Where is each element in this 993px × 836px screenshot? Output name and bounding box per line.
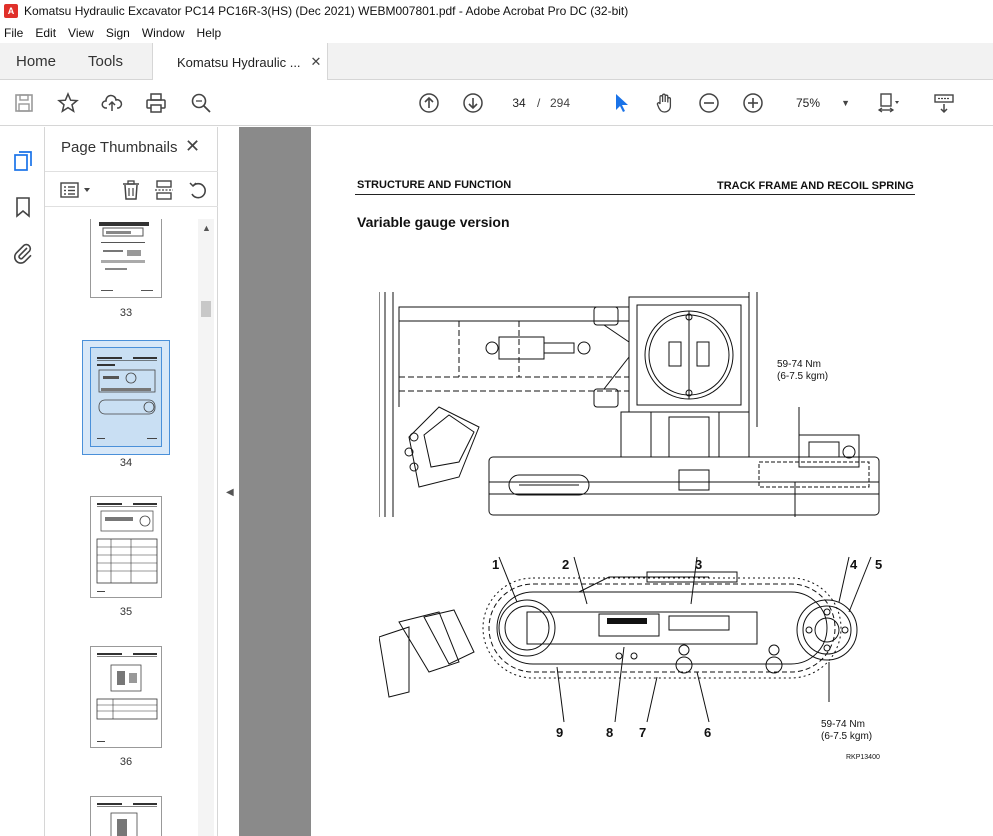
- page-total: 294: [550, 96, 571, 110]
- page-separator: /: [537, 96, 541, 110]
- panel-splitter[interactable]: ◀: [219, 127, 239, 836]
- main-toolbar: 34 / 294 75% ▼: [0, 80, 993, 126]
- share-cloud-icon[interactable]: [100, 91, 124, 115]
- torque-spec-bottom-value: 59-74 Nm: [821, 719, 865, 730]
- close-tab-icon[interactable]: ✕: [310, 54, 322, 69]
- figure-code: RKP13400: [846, 754, 880, 761]
- thumbnail-label-35: 35: [119, 606, 133, 618]
- zoom-out-icon[interactable]: [697, 91, 721, 115]
- attachment-icon[interactable]: [11, 241, 35, 265]
- zoom-search-icon[interactable]: [189, 91, 213, 115]
- bookmark-icon[interactable]: [11, 195, 35, 219]
- save-icon[interactable]: [12, 91, 36, 115]
- scroll-mode-icon[interactable]: [932, 91, 956, 115]
- menu-view[interactable]: View: [68, 25, 94, 40]
- zoom-level-value: 75%: [796, 96, 821, 110]
- zoom-in-icon[interactable]: [741, 91, 765, 115]
- thumbnail-page-35[interactable]: [90, 496, 162, 598]
- thumbnail-page-36[interactable]: [90, 646, 162, 748]
- previous-page-icon[interactable]: [417, 91, 441, 115]
- page-number-input[interactable]: 34: [512, 96, 526, 110]
- page-header-left: STRUCTURE AND FUNCTION: [357, 179, 512, 191]
- torque-spec-top-kgm: (6-7.5 kgm): [777, 371, 829, 382]
- page-thumbnails-icon[interactable]: [11, 149, 35, 173]
- menu-sign[interactable]: Sign: [105, 25, 130, 40]
- acrobat-app-icon: A: [4, 4, 18, 18]
- tab-document[interactable]: Komatsu Hydraulic ... ✕: [152, 43, 328, 81]
- title-bar: A Komatsu Hydraulic Excavator PC14 PC16R…: [0, 0, 993, 22]
- thumbnail-label-36: 36: [119, 756, 133, 768]
- zoom-level-select[interactable]: 75% ▼: [786, 92, 856, 114]
- page-header-right: TRACK FRAME AND RECOIL SPRING: [717, 180, 914, 192]
- callout-1: 1: [492, 557, 500, 572]
- next-page-icon[interactable]: [461, 91, 485, 115]
- menu-bar: File Edit View Sign Window Help: [0, 22, 993, 43]
- scroll-up-icon[interactable]: ▲: [202, 223, 211, 233]
- tab-bar: Home Tools Komatsu Hydraulic ... ✕: [0, 43, 993, 81]
- thumbnail-scrollbar[interactable]: ▲: [198, 219, 214, 836]
- star-icon[interactable]: [56, 91, 80, 115]
- page-fit-icon[interactable]: [876, 91, 900, 115]
- print-icon[interactable]: [144, 91, 168, 115]
- torque-spec-bottom-kgm: (6-7.5 kgm): [821, 731, 873, 742]
- menu-file[interactable]: File: [4, 25, 24, 40]
- thumbnail-options-icon[interactable]: [59, 180, 93, 200]
- collapse-panel-icon[interactable]: ◀: [226, 487, 234, 498]
- track-frame-top-view-drawing: [379, 292, 880, 517]
- left-navigation-rail: [0, 127, 45, 836]
- torque-spec-top-value: 59-74 Nm: [777, 359, 821, 370]
- tab-tools[interactable]: Tools: [88, 53, 124, 70]
- close-panel-icon[interactable]: ✕: [185, 136, 201, 156]
- thumbnail-page-34[interactable]: [90, 347, 162, 447]
- thumbnail-label-33: 33: [119, 307, 133, 319]
- menu-window[interactable]: Window: [141, 25, 185, 40]
- callout-9: 9: [556, 725, 564, 740]
- tab-home[interactable]: Home: [16, 53, 57, 70]
- callout-7: 7: [639, 725, 647, 740]
- callout-8: 8: [606, 725, 614, 740]
- thumbnail-label-34: 34: [119, 457, 133, 469]
- tab-document-label: Komatsu Hydraulic ...: [177, 54, 301, 70]
- callout-3: 3: [695, 557, 703, 572]
- callout-5: 5: [875, 557, 883, 572]
- thumbnail-list: 33 34 35 36: [45, 219, 200, 836]
- callout-2: 2: [562, 557, 570, 572]
- chevron-down-icon: ▼: [841, 98, 850, 108]
- panel-title: Page Thumbnails: [61, 139, 178, 156]
- window-title: Komatsu Hydraulic Excavator PC14 PC16R-3…: [24, 4, 629, 18]
- page-layout-icon[interactable]: [153, 180, 175, 200]
- torque-spec-bottom: 59-74 Nm (6-7.5 kgm): [821, 719, 872, 743]
- pdf-page: STRUCTURE AND FUNCTION TRACK FRAME AND R…: [311, 127, 993, 836]
- callout-4: 4: [850, 557, 858, 572]
- menu-edit[interactable]: Edit: [35, 25, 57, 40]
- page-thumbnails-panel: Page Thumbnails ✕ 33 34 35: [45, 127, 218, 836]
- header-rule: [355, 194, 915, 195]
- delete-page-icon[interactable]: [120, 180, 142, 200]
- hand-tool-icon[interactable]: [653, 91, 677, 115]
- document-viewer[interactable]: STRUCTURE AND FUNCTION TRACK FRAME AND R…: [239, 127, 993, 836]
- thumbnail-page-37[interactable]: [90, 796, 162, 836]
- rotate-page-icon[interactable]: [187, 180, 209, 200]
- section-title: Variable gauge version: [357, 214, 510, 230]
- panel-toolbar: [45, 171, 218, 207]
- torque-spec-top: 59-74 Nm (6-7.5 kgm): [777, 359, 828, 383]
- thumbnail-page-33[interactable]: [90, 219, 162, 298]
- track-frame-side-view-drawing: [379, 556, 872, 723]
- menu-help[interactable]: Help: [196, 25, 222, 40]
- callout-6: 6: [704, 725, 712, 740]
- scrollbar-thumb[interactable]: [201, 301, 211, 317]
- select-pointer-icon[interactable]: [610, 91, 634, 115]
